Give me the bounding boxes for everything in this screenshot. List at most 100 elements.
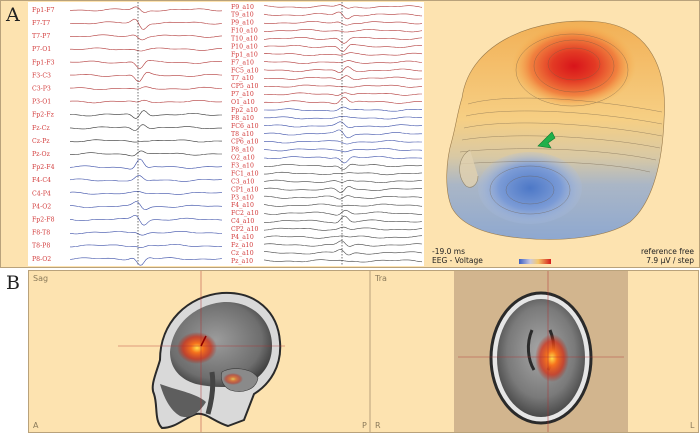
reference-channel-label: F4_a10 (231, 202, 254, 209)
sagittal-right-label: P (362, 421, 367, 430)
montage-channel-label: F4-C4 (32, 177, 51, 184)
montage-channel-trace (69, 190, 222, 195)
reference-channel-label: P7_a10 (231, 91, 254, 98)
montage-channel-label: T7-P7 (32, 33, 50, 40)
transverse-source-hotspot (535, 334, 569, 382)
reference-channel-label: P4_a10 (231, 234, 254, 241)
montage-channel-trace (69, 139, 222, 143)
sagittal-brain (170, 301, 272, 387)
reference-channel-trace (263, 37, 423, 44)
time-label: -19.0 ms (432, 247, 465, 256)
reference-channel-trace (263, 203, 423, 207)
sagittal-face (160, 384, 206, 418)
reference-channel-trace (264, 75, 423, 80)
reference-channel-trace (264, 106, 423, 112)
reference-channel-label: F7_a10 (231, 59, 254, 66)
sagittal-brainstem (205, 371, 216, 415)
reference-channel-label: FC5_a10 (231, 67, 259, 74)
eeg-montage-traces (69, 6, 223, 266)
reference-channel-label: Fp2_a10 (231, 107, 258, 114)
reference-free-traces (263, 4, 423, 263)
reference-channel-label: CP6_a10 (231, 139, 259, 146)
mode-label: EEG - Voltage (432, 256, 483, 265)
dipole-marker (200, 335, 207, 347)
montage-channel-trace (69, 231, 223, 236)
montage-channel-label: Fp1-F3 (32, 59, 55, 66)
sagittal-secondary-hotspot (223, 373, 243, 385)
montage-channel-trace (69, 201, 223, 211)
montage-channel-trace (69, 18, 223, 30)
reference-channel-trace (263, 43, 422, 52)
reference-channel-label: T10_a10 (231, 36, 258, 43)
reference-channel-label: T7_a10 (231, 75, 254, 82)
reference-channel-trace (264, 195, 423, 200)
montage-channel-label: Fp2-Fz (32, 112, 55, 119)
reference-channel-trace (264, 29, 423, 33)
reference-channel-trace (264, 249, 423, 256)
step-label: 7.9 μV / step (646, 256, 694, 265)
reference-channel-label: Cz_a10 (231, 250, 254, 257)
transverse-view: Tra R L (374, 271, 695, 432)
montage-channel-trace (69, 257, 223, 266)
reference-channel-trace (263, 4, 423, 9)
montage-channel-trace (70, 244, 223, 248)
eeg-montage-labels: Fp1-F7F7-T7T7-P7P7-O1Fp1-F3F3-C3C3-P3P3-… (32, 7, 55, 263)
reference-channel-label: O2_a10 (231, 155, 255, 162)
montage-channel-trace (69, 59, 223, 69)
montage-channel-trace (69, 175, 223, 182)
positive-maximum (512, 24, 636, 108)
montage-channel-label: C3-P3 (32, 85, 51, 92)
transverse-view-label: Tra (374, 274, 387, 283)
green-arrow-icon (537, 131, 556, 149)
reference-channel-trace (263, 235, 423, 239)
reference-channel-label: T8_a10 (231, 131, 254, 138)
reference-channel-label: F8_a10 (231, 115, 254, 122)
sagittal-left-label: A (33, 421, 39, 430)
sagittal-source-hotspot (177, 332, 217, 364)
reference-channel-label: CP5_a10 (231, 83, 259, 90)
reference-channel-label: P10_a10 (231, 43, 258, 50)
transverse-right-label: L (690, 421, 695, 430)
montage-channel-label: Cz-Pz (32, 138, 50, 145)
reference-channel-trace (263, 240, 423, 247)
sagittal-view-label: Sag (33, 274, 48, 283)
reference-channel-label: P8_a10 (231, 147, 254, 154)
sagittal-view: Sag A P (33, 271, 367, 432)
reference-channel-label: F3_a10 (231, 163, 254, 170)
transverse-left-label: R (375, 421, 381, 430)
panel-a: A Fp1-F7F7-T7T7-P7P7-O1Fp1-F3F3-C3C3-P3P… (0, 0, 700, 268)
montage-channel-label: Fp1-F7 (32, 7, 55, 14)
reference-channel-label: Fz_a10 (231, 242, 253, 249)
montage-channel-label: F3-C3 (32, 72, 51, 79)
reference-channel-trace (263, 66, 422, 73)
montage-channel-trace (70, 6, 223, 13)
isopotential-contours (459, 33, 663, 215)
reference-label: reference free (641, 247, 694, 256)
montage-channel-trace (70, 47, 222, 52)
montage-channel-label: P8-O2 (32, 256, 51, 263)
voltage-topomap: -19.0 ms EEG - Voltage reference free 7.… (427, 2, 698, 266)
reference-channel-label: CP1_a10 (231, 186, 259, 193)
montage-channel-label: P4-O2 (32, 203, 51, 210)
montage-channel-trace (70, 150, 222, 157)
reference-channel-trace (263, 259, 423, 263)
reference-channel-trace (263, 21, 423, 26)
panel-a-label: A (5, 4, 20, 26)
reference-channel-trace (263, 179, 423, 183)
reference-channel-label: O1_a10 (231, 99, 255, 106)
reference-channel-label: P9_a10 (231, 20, 254, 27)
montage-channel-label: T8-P8 (32, 243, 50, 250)
reference-channel-trace (263, 215, 423, 224)
reference-channel-trace (263, 226, 423, 231)
montage-channel-label: P3-O1 (32, 99, 51, 106)
reference-channel-label: Pz_a10 (231, 258, 253, 265)
montage-channel-trace (69, 110, 222, 119)
reference-channel-trace (263, 52, 423, 56)
reference-channel-trace (263, 84, 423, 88)
reference-channel-trace (263, 163, 423, 170)
color-scale-bar (519, 259, 551, 264)
reference-channel-trace (263, 96, 422, 105)
reference-channel-label: Fp1_a10 (231, 51, 258, 58)
reference-channel-trace (263, 156, 423, 164)
montage-channel-trace (69, 158, 223, 170)
